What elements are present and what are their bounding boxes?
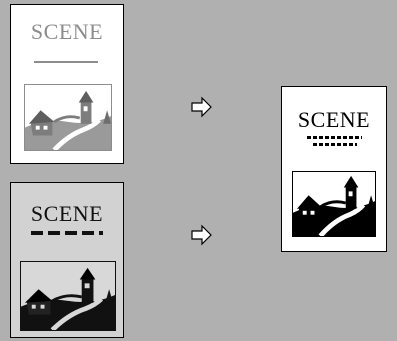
page-title: SCENE xyxy=(11,201,123,227)
right-arrow-icon xyxy=(191,224,213,246)
original-page-grey: SCENE xyxy=(10,182,124,338)
title-underline xyxy=(34,61,98,63)
title-underline-dashed xyxy=(31,231,103,235)
page-title: SCENE xyxy=(282,107,386,133)
title-underline-dotted-second xyxy=(313,143,357,146)
scene-picture xyxy=(20,261,116,331)
original-page-light: SCENE xyxy=(10,4,124,164)
scene-picture xyxy=(292,171,376,237)
output-page: SCENE xyxy=(281,86,387,252)
page-title: SCENE xyxy=(11,19,123,45)
scene-illustration xyxy=(21,262,115,330)
title-underline-dotted xyxy=(307,136,362,139)
scene-picture xyxy=(24,84,112,151)
scene-illustration xyxy=(25,85,111,150)
right-arrow-icon xyxy=(191,96,213,118)
scene-illustration xyxy=(293,172,375,236)
